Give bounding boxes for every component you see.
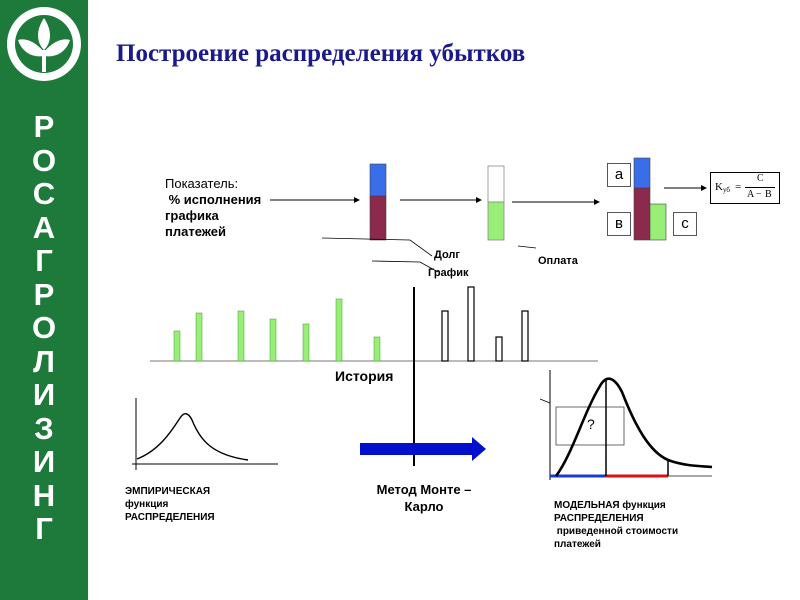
formula-eq: = [735,181,742,193]
indicator-line-1: Показатель: [165,176,239,191]
monte-carlo-arrow-head [472,437,486,461]
leader-payment [517,245,537,249]
history-bar-green [173,330,181,362]
indicator-line-4: платежей [165,224,227,239]
bar-payment-green [487,201,505,241]
bar-payment-white [487,165,505,203]
bar-debt-blue [369,163,387,197]
empirical-curve [136,413,249,461]
model-question-mark: ? [587,416,595,432]
label-history: История [335,368,394,384]
label-debt: Долг [434,249,460,261]
monte-carlo-arrow-body [360,443,472,455]
indicator-line-3: графика [165,208,219,223]
brand-letter: Р [33,276,55,312]
leader-debt [321,237,433,257]
history-bar-white [495,336,503,362]
brand-letter: И [32,377,56,412]
brand-vertical-text: Р О С А Г Р О Л И З И Н Г [0,110,88,546]
formula-den-b: B [765,189,772,200]
history-bar-white [467,286,475,362]
empirical-caption-line-2: функция [125,499,169,510]
brand-letter: Р [33,109,55,144]
brand-letter: З [34,410,54,446]
label-payment: Оплата [538,255,578,267]
history-bar-green [237,310,245,362]
formula-fraction-line [745,187,775,188]
model-caption-line-4: платежей [554,539,601,550]
model-caption-line-1: МОДЕЛЬНАЯ функция [554,500,666,511]
monte-carlo-line-2: Карло [404,499,444,514]
brand-letter: О [31,142,57,178]
logo-icon [7,7,81,81]
arrow-head [594,199,600,205]
indicator-line-2: % исполнения [165,192,262,207]
model-caption: МОДЕЛЬНАЯ функция РАСПРЕДЕЛЕНИЯ приведен… [554,499,678,551]
history-bar-white [441,310,449,362]
sidebar: Р О С А Г Р О Л И З И Н Г [0,0,88,600]
history-bar-green [373,336,381,362]
box-letter-a: a [607,163,631,187]
empirical-caption-line-3: РАСПРЕДЕЛЕНИЯ [125,512,215,523]
brand-letter: Л [33,343,55,379]
page-title: Построение распределения убытков [116,40,526,67]
history-bar-green [195,312,203,362]
formula-den-a: A [747,189,755,200]
brand-letter: И [32,444,56,479]
arrow-head [701,185,707,191]
model-curve [554,377,713,477]
formula-box: K уб = C A − B [710,172,780,204]
bar-debt-maroon [369,195,387,241]
monte-carlo-line-1: Метод Монте – [376,482,472,497]
bar-abc-green [649,203,667,241]
indicator-label: Показатель: % исполнения графика платеже… [165,176,261,240]
history-bar-green [269,318,277,362]
brand-letter: Г [35,511,53,546]
formula-den-minus: − [756,189,762,200]
formula-lhs: K [715,181,723,193]
leader-schedule [371,260,439,273]
history-bar-green [335,298,343,362]
bar-abc-maroon [633,187,651,241]
arrow-head [354,197,360,203]
history-bar-white [521,310,529,362]
model-caption-line-2: РАСПРЕДЕЛЕНИЯ [554,513,644,524]
brand-letter: Г [35,243,53,278]
formula-numerator: C [757,173,764,184]
monte-carlo-label: Метод Монте – Карло [358,481,490,515]
brand-letter: А [32,209,56,245]
history-bars [173,286,529,362]
bar-abc-blue [633,157,651,189]
brand-letter: О [31,310,57,345]
brand-letter: С [32,176,56,211]
box-letter-b: в [607,212,631,236]
arrow-head [476,197,482,203]
model-leader [539,398,551,404]
model-caption-line-3: приведенной стоимости [554,526,679,537]
brand-letter: Н [32,477,56,513]
box-letter-c: c [673,212,697,236]
formula-sub: уб [723,186,730,194]
empirical-caption-line-1: ЭМПИРИЧЕСКАЯ [125,486,211,497]
label-schedule: График [428,267,469,279]
empirical-caption: ЭМПИРИЧЕСКАЯ функция РАСПРЕДЕЛЕНИЯ [125,485,215,524]
history-bar-green [302,323,310,362]
